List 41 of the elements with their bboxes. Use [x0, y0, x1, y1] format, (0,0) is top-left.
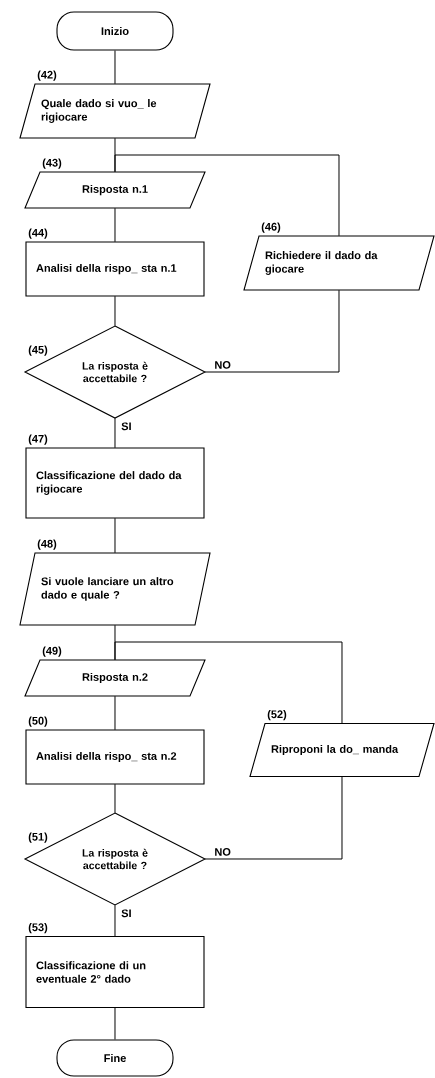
connector-line — [114, 783, 116, 814]
process-box: Analisi della rispo_ sta n.2 — [25, 729, 205, 785]
connector-line — [114, 207, 116, 243]
io-parallelogram: Risposta n.2 — [24, 659, 206, 697]
connector-line — [114, 50, 116, 85]
process-box: Analisi della rispo_ sta n.1 — [25, 241, 205, 297]
io-parallelogram: Quale dado si vuo_ le rigiocare — [19, 83, 211, 139]
io-parallelogram: Richiedere il dado da giocare — [243, 235, 435, 291]
connector-line — [114, 695, 116, 731]
step-number: (49) — [42, 646, 62, 657]
step-number: (53) — [28, 923, 48, 934]
connector-line — [114, 904, 116, 937]
step-number: (48) — [37, 539, 57, 550]
io-parallelogram: Riproponi la do_ manda — [249, 722, 435, 778]
connector-line — [204, 776, 343, 860]
step-number: (43) — [42, 158, 62, 169]
step-number: (47) — [28, 434, 48, 445]
edge-label: SI — [120, 421, 133, 432]
terminal-box: Fine — [56, 1039, 174, 1077]
step-number: (44) — [28, 228, 48, 239]
process-box: Classificazione di un eventuale 2° dado — [25, 935, 205, 1009]
step-number: (51) — [28, 832, 48, 843]
step-number: (52) — [267, 710, 287, 721]
connector-line — [114, 641, 343, 724]
step-number: (50) — [28, 716, 48, 727]
connector-line — [114, 1007, 116, 1040]
edge-label: NO — [213, 847, 232, 857]
terminal-box: Inizio — [56, 11, 174, 51]
connector-line — [114, 295, 116, 327]
edge-label: NO — [213, 360, 232, 370]
process-box: Classificazione del dado da rigiocare — [25, 447, 205, 519]
connector-line — [114, 154, 340, 237]
connector-line — [204, 289, 340, 373]
connector-line — [114, 517, 116, 554]
connector-line — [114, 417, 116, 449]
io-parallelogram: Si vuole lanciare un altro dado e quale ? — [19, 552, 211, 626]
step-number: (45) — [28, 345, 48, 356]
step-number: (46) — [261, 222, 281, 233]
edge-label: SI — [120, 908, 133, 919]
step-number: (42) — [37, 70, 57, 81]
io-parallelogram: Risposta n.1 — [24, 171, 206, 209]
